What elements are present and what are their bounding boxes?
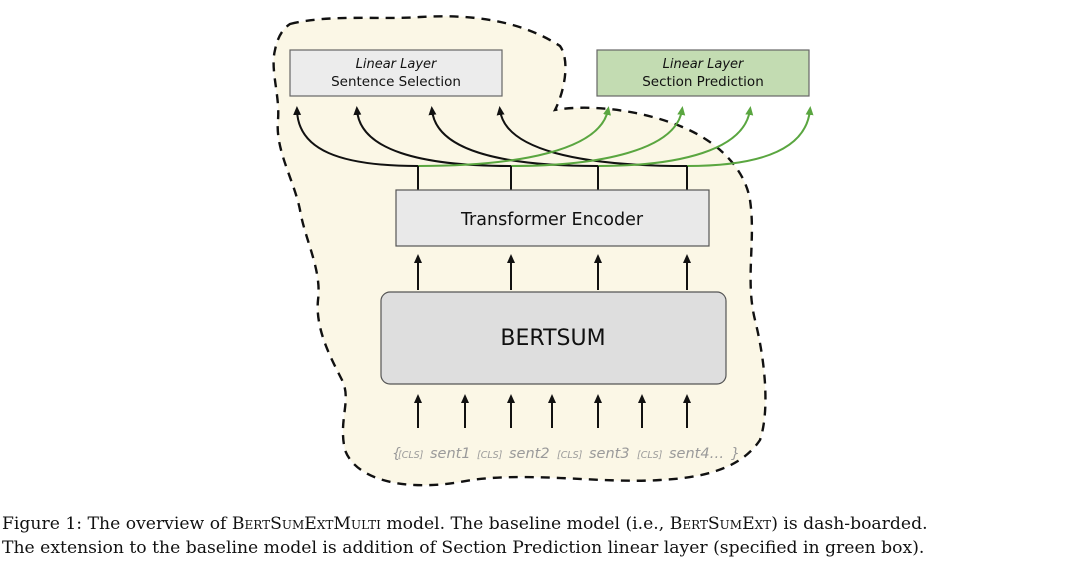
input-arrows	[414, 394, 691, 428]
caption-label: Figure 1:	[2, 514, 83, 534]
cls-token: [CLS]	[477, 450, 503, 461]
input-close-brace: }	[731, 446, 740, 462]
curved-arrow-black	[496, 106, 688, 167]
figure-caption: Figure 1: The overview of BertSumExtMult…	[2, 512, 1082, 560]
bertsum-label: BERTSUM	[500, 326, 605, 351]
bertsum-box	[380, 291, 727, 385]
curved-arrow-green	[417, 106, 611, 167]
curved-arrow-black	[293, 106, 419, 167]
cls-token: [CLS]	[557, 450, 583, 461]
input-sequence: { [CLS] sent1 [CLS] sent2 [CLS] sent3 [C…	[392, 446, 740, 462]
curved-arrow-black	[428, 106, 599, 167]
sentence-selection-arrows	[293, 106, 688, 167]
transformer-encoder-label: Transformer Encoder	[460, 210, 644, 230]
sentence-selection-box	[289, 49, 503, 97]
transformer-encoder-box	[395, 189, 710, 247]
caption-line-1: Figure 1: The overview of BertSumExtMult…	[2, 512, 1082, 536]
transformer-output-stubs	[417, 166, 688, 190]
curved-arrow-black	[353, 106, 512, 167]
caption-baseline-name: BertSumExt	[669, 514, 772, 534]
curved-arrow-green	[510, 106, 686, 167]
curved-arrow-green	[686, 106, 814, 167]
section-prediction-box	[596, 49, 810, 97]
section-prediction-linear-label: Linear Layer	[663, 57, 745, 72]
input-sentence: sent4…	[669, 446, 724, 462]
caption-text-c: ) is dash-boarded.	[771, 514, 928, 534]
bertsum-to-transformer-arrows	[414, 254, 691, 290]
caption-line-2: The extension to the baseline model is a…	[2, 538, 925, 558]
section-prediction-label: Section Prediction	[642, 74, 764, 90]
caption-model-name: BertSumExtMulti	[231, 514, 381, 534]
cls-token: [CLS]	[398, 450, 424, 461]
sentence-selection-label: Sentence Selection	[331, 74, 461, 90]
cls-token: [CLS]	[637, 450, 663, 461]
input-sentence: sent3	[589, 446, 630, 462]
sentence-selection-linear-label: Linear Layer	[356, 57, 438, 72]
input-sentence: sent1	[430, 446, 471, 462]
curved-arrow-green	[597, 106, 754, 167]
section-prediction-arrows	[417, 106, 814, 167]
input-open-brace: {	[392, 446, 401, 462]
caption-text-b: model. The baseline model (i.e.,	[386, 514, 665, 534]
architecture-diagram: Linear Layer Sentence Selection Linear L…	[272, 15, 814, 487]
caption-text-a: The overview of	[87, 514, 227, 534]
input-sentence: sent2	[509, 446, 550, 462]
